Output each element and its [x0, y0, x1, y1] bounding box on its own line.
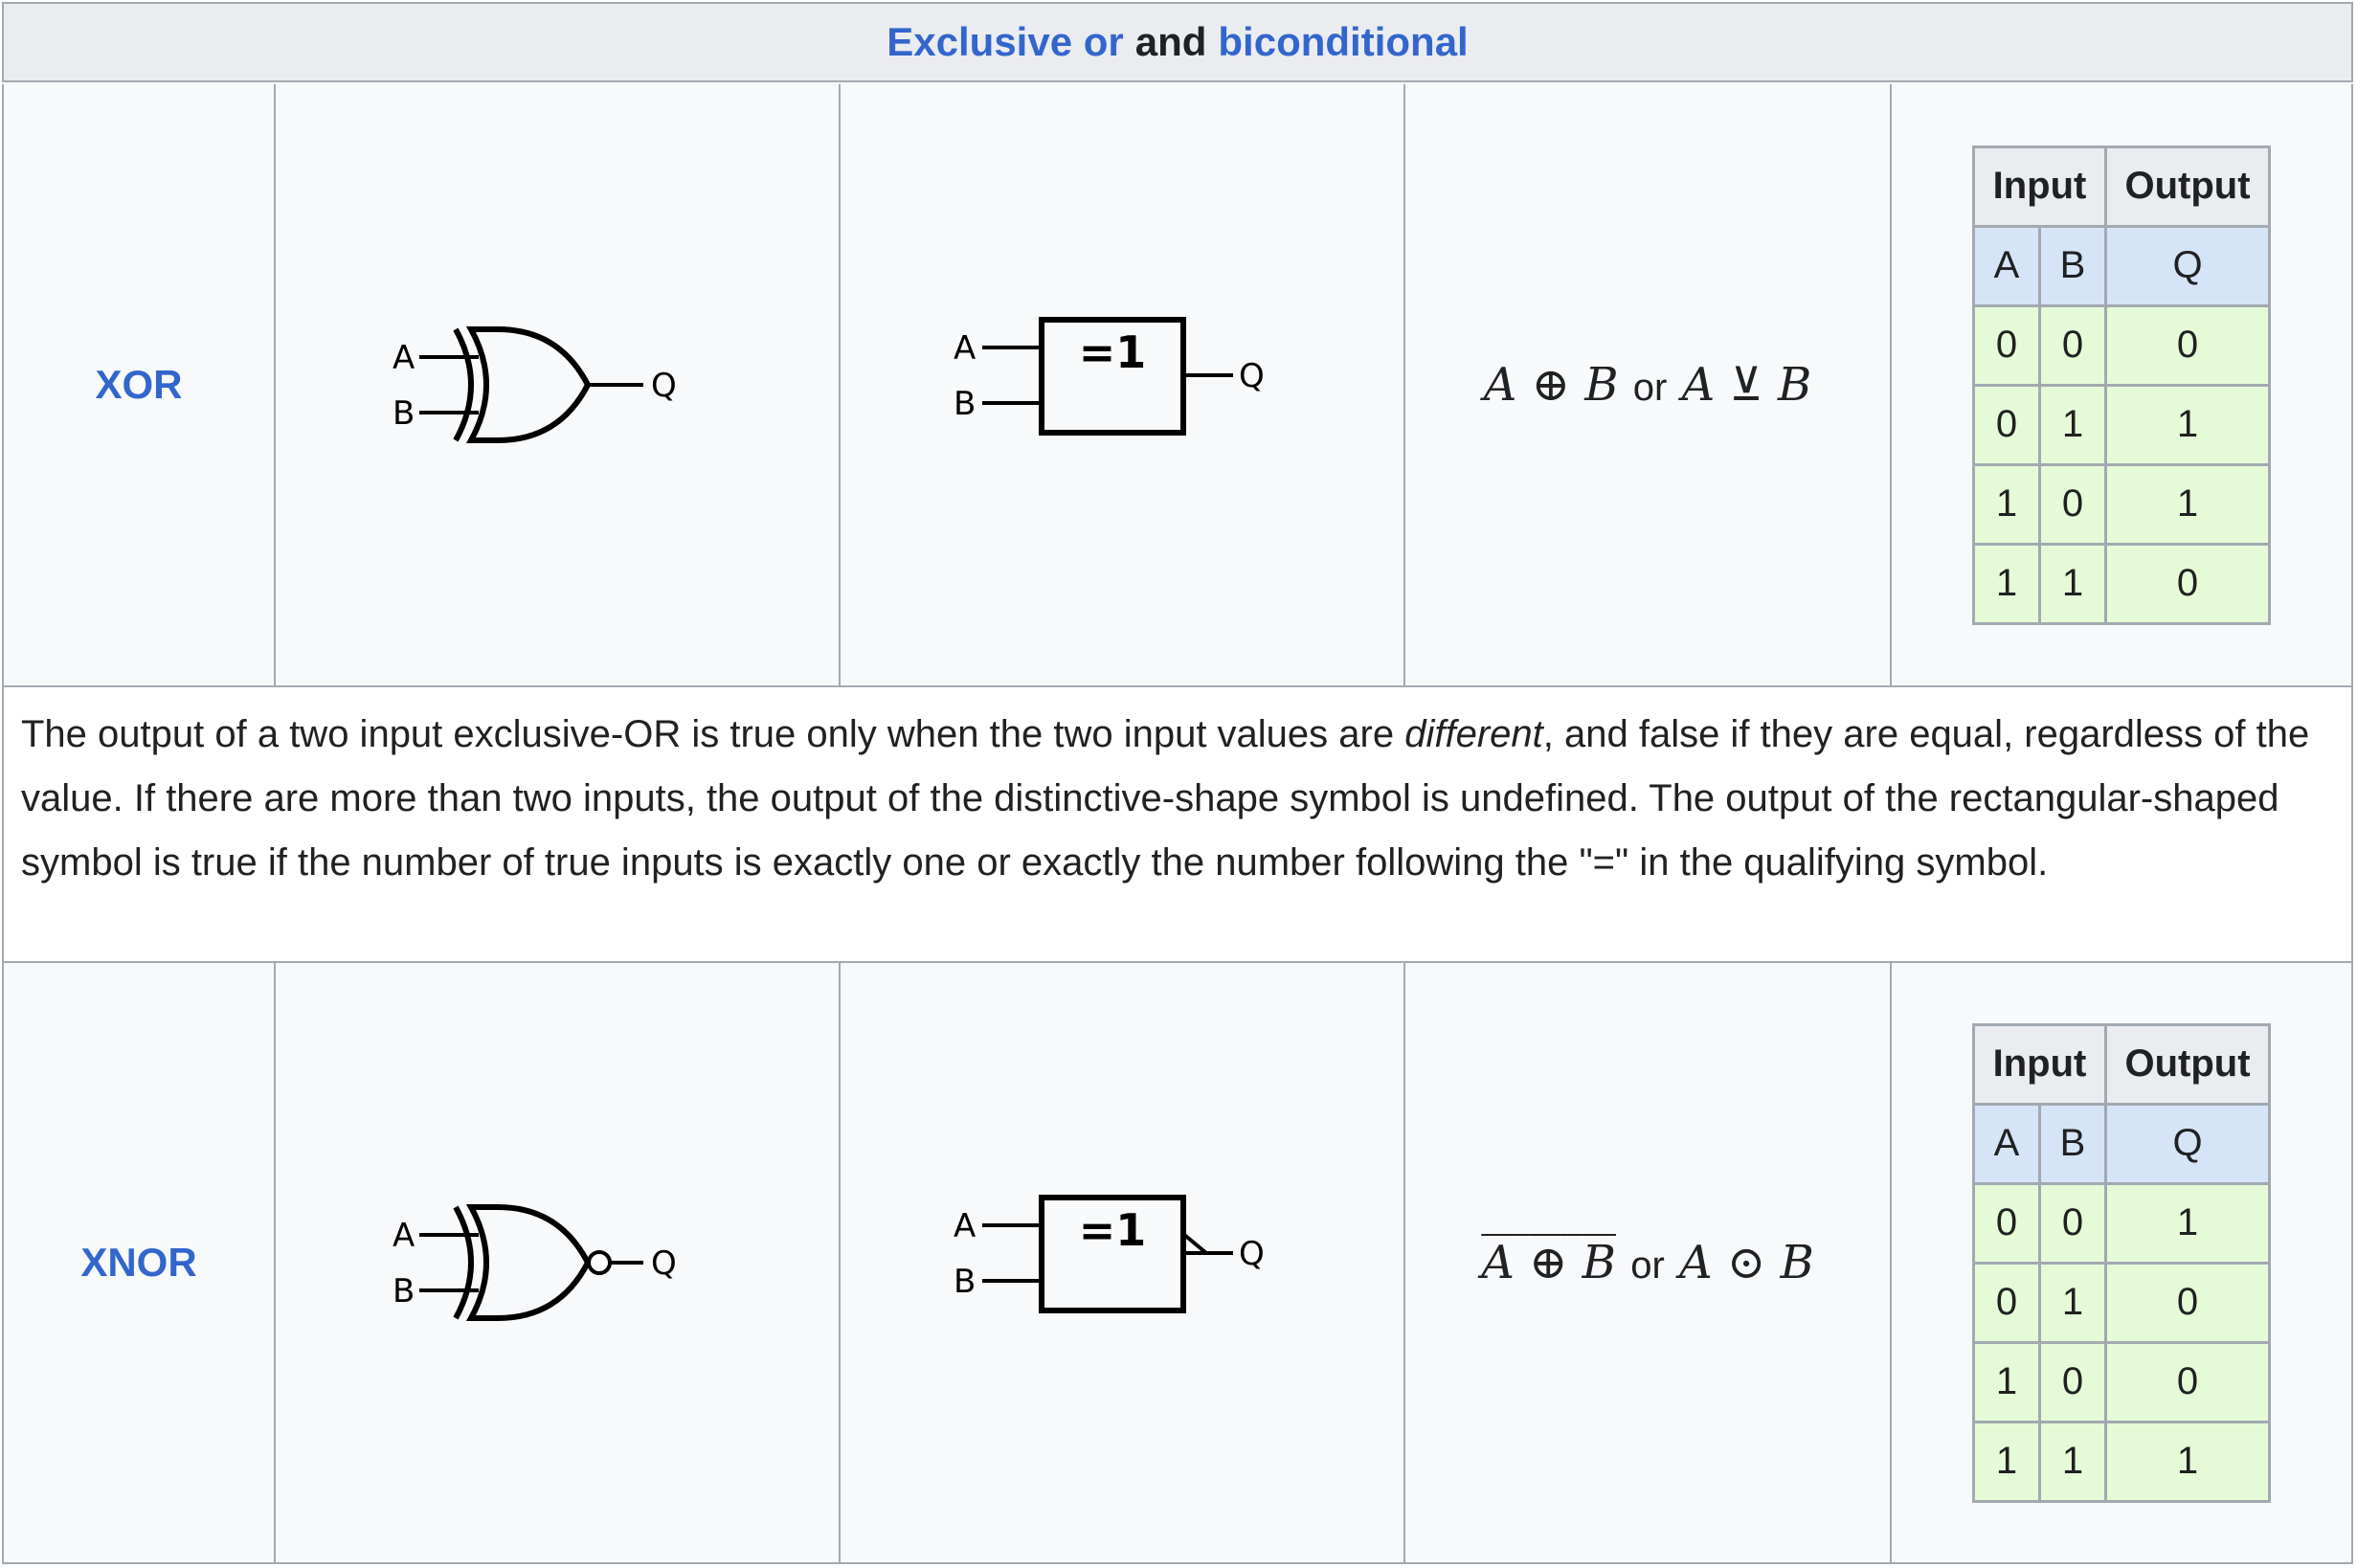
negation-indicator: [1181, 1232, 1212, 1255]
pin-b-label: B: [393, 394, 415, 433]
cell-a: 0: [1972, 1181, 2041, 1265]
pin-a-label: A: [954, 1207, 976, 1245]
input-header: Input: [1972, 1022, 2107, 1106]
xnor-formula-cell: A ⊕ B or A ⊙ B: [1405, 963, 1892, 1562]
table-row: 1 1 0: [1972, 542, 2271, 625]
cell-q: 0: [2104, 303, 2271, 387]
cell-a: 0: [1972, 1261, 2041, 1344]
column-a: A: [1972, 224, 2041, 307]
cell-a: 1: [1972, 1420, 2041, 1503]
qualifying-symbol: =1: [1079, 1204, 1147, 1256]
input-header: Input: [1972, 145, 2107, 228]
cell-a: 0: [1972, 383, 2041, 466]
output-header: Output: [2104, 1022, 2271, 1106]
xnor-truth-table: Input Output A B Q 0 0 1 0 1 0: [1972, 1022, 2271, 1503]
cell-b: 0: [2038, 303, 2107, 387]
xnor-truth-table-cell: Input Output A B Q 0 0 1 0 1 0: [1892, 963, 2351, 1562]
cell-q: 1: [2104, 462, 2271, 546]
description-text-continued: , and false if they are equal, regardles…: [21, 713, 2310, 884]
table-caption: Exclusive or and biconditional: [2, 2, 2353, 82]
table-row: 0 0 1: [1972, 1181, 2271, 1265]
pin-b-label: B: [393, 1272, 415, 1310]
xor-truth-table: Input Output A B Q 0 0 0 0 1 1: [1972, 145, 2271, 625]
xnor-rectangular-symbol: A B =1 Q: [954, 1195, 1265, 1313]
cell-a: 1: [1972, 1340, 2041, 1423]
column-a: A: [1972, 1102, 2041, 1185]
table-row: 1 0 0: [1972, 1340, 2271, 1423]
biconditional-link[interactable]: biconditional: [1218, 19, 1469, 64]
pin-q-label: Q: [1239, 357, 1265, 395]
table-row: 0 1 1: [1972, 383, 2271, 466]
pin-a-label: A: [393, 339, 415, 377]
cell-b: 0: [2038, 1340, 2107, 1423]
cell-q: 0: [2104, 1261, 2271, 1344]
xor-description: The output of a two input exclusive-OR i…: [2, 687, 2353, 963]
cell-a: 0: [1972, 303, 2041, 387]
pin-a-label: A: [393, 1217, 415, 1255]
xnor-row: XNOR A B Q A B =1: [2, 963, 2353, 1564]
table-row: 0 1 0: [1972, 1261, 2271, 1344]
xor-formula: A ⊕ B or A ⊻ B: [1483, 358, 1812, 412]
xor-distinctive-symbol: A B Q: [393, 326, 677, 443]
table-row: 1 0 1: [1972, 462, 2271, 546]
xnor-link[interactable]: XNOR: [80, 1240, 197, 1285]
xnor-distinctive-symbol: A B Q: [393, 1204, 677, 1321]
cell-b: 0: [2038, 462, 2107, 546]
xnor-distinctive-symbol-cell: A B Q: [276, 963, 841, 1562]
cell-b: 1: [2038, 1261, 2107, 1344]
table-row: 1 1 1: [1972, 1420, 2271, 1503]
caption-connector: and: [1134, 19, 1207, 64]
cell-q: 1: [2104, 1420, 2271, 1503]
xor-distinctive-symbol-cell: A B Q: [276, 84, 841, 685]
cell-b: 1: [2038, 383, 2107, 466]
cell-q: 0: [2104, 542, 2271, 625]
cell-q: 1: [2104, 1181, 2271, 1265]
column-q: Q: [2104, 1102, 2271, 1185]
column-q: Q: [2104, 224, 2271, 307]
xor-rectangular-symbol-cell: A B =1 Q: [841, 84, 1405, 685]
exclusive-or-link[interactable]: Exclusive or: [887, 19, 1124, 64]
xnor-formula: A ⊕ B or A ⊙ B: [1481, 1236, 1814, 1289]
xor-truth-table-cell: Input Output A B Q 0 0 0 0 1 1: [1892, 84, 2351, 685]
pin-a-label: A: [954, 329, 976, 368]
table-row: 0 0 0: [1972, 303, 2271, 387]
description-text: The output of a two input exclusive-OR i…: [21, 713, 1405, 755]
cell-b: 0: [2038, 1181, 2107, 1265]
pin-b-label: B: [954, 1263, 976, 1301]
description-emphasis: different: [1404, 713, 1543, 755]
pin-q-label: Q: [1239, 1235, 1265, 1273]
xor-rectangular-symbol: A B =1 Q: [954, 317, 1265, 436]
column-b: B: [2038, 224, 2107, 307]
cell-b: 1: [2038, 1420, 2107, 1503]
column-b: B: [2038, 1102, 2107, 1185]
xor-name-cell: XOR: [4, 84, 276, 685]
cell-a: 1: [1972, 542, 2041, 625]
inversion-bubble: [587, 1250, 612, 1275]
xnor-name-cell: XNOR: [4, 963, 276, 1562]
xor-link[interactable]: XOR: [95, 362, 183, 407]
pin-b-label: B: [954, 385, 976, 423]
cell-b: 1: [2038, 542, 2107, 625]
cell-q: 0: [2104, 1340, 2271, 1423]
cell-q: 1: [2104, 383, 2271, 466]
pin-q-label: Q: [651, 367, 677, 405]
pin-q-label: Q: [651, 1244, 677, 1283]
cell-a: 1: [1972, 462, 2041, 546]
output-header: Output: [2104, 145, 2271, 228]
xor-formula-cell: A ⊕ B or A ⊻ B: [1405, 84, 1892, 685]
xor-row: XOR A B Q A B =1 Q: [2, 84, 2353, 687]
qualifying-symbol: =1: [1079, 326, 1147, 378]
xnor-rectangular-symbol-cell: A B =1 Q: [841, 963, 1405, 1562]
